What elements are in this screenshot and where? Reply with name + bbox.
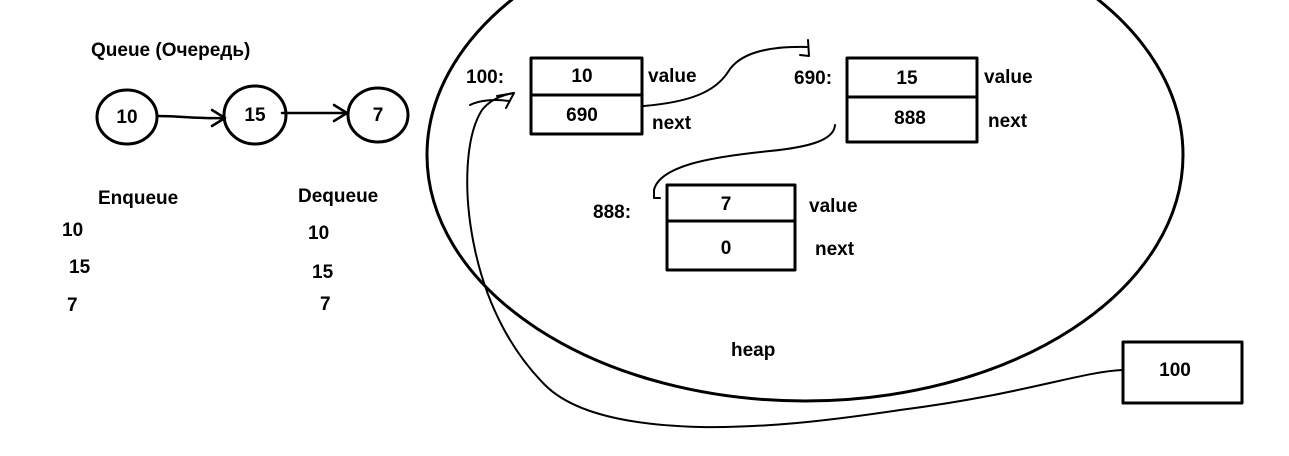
queue-node-1: 10 xyxy=(95,88,159,146)
queue-node-3-label: 7 xyxy=(373,105,384,126)
heap-block-690-value-label: value xyxy=(984,67,1033,88)
queue-node-2-label: 15 xyxy=(244,105,266,126)
enqueue-item-1: 10 xyxy=(62,220,83,241)
queue-arrow-1-2 xyxy=(155,108,227,128)
heap-block-100-value-label: value xyxy=(648,66,697,87)
queue-arrow-2-3 xyxy=(280,103,349,123)
heap-block-100-address: 100: xyxy=(466,67,504,88)
enqueue-item-2: 15 xyxy=(69,257,91,278)
heap-block-888-address: 888: xyxy=(593,202,631,223)
queue-title: Queue (Очередь) xyxy=(91,40,250,61)
pointer-arrow-888 xyxy=(653,124,836,199)
heap-block-100-next: 690 xyxy=(566,105,598,126)
heap-block-690-next: 888 xyxy=(894,108,926,129)
heap-block-100-next-label: next xyxy=(652,113,692,134)
dequeue-item-3: 7 xyxy=(320,294,331,315)
head-pointer-arrow xyxy=(466,92,1123,429)
pointer-arrow-690 xyxy=(643,39,810,107)
heap-block-690-next-label: next xyxy=(988,111,1028,132)
queue-node-2: 15 xyxy=(222,84,288,146)
enqueue-item-3: 7 xyxy=(67,295,78,316)
queue-node-1-label: 10 xyxy=(116,107,137,128)
head-pointer-value: 100 xyxy=(1159,360,1191,381)
heap-block-690-address: 690: xyxy=(794,68,832,89)
dequeue-item-1: 10 xyxy=(308,223,329,244)
queue-node-3: 7 xyxy=(346,86,410,144)
heap-block-100-value: 10 xyxy=(571,66,592,87)
heap-block-888-next: 0 xyxy=(721,238,732,259)
dequeue-header: Dequeue xyxy=(298,186,378,207)
heap-block-100: 100: 10 690 value next xyxy=(466,56,697,136)
heap-label: heap xyxy=(731,340,775,361)
heap-region xyxy=(425,0,1185,403)
heap-block-888-next-label: next xyxy=(815,239,855,260)
heap-block-690: 690: 15 888 value next xyxy=(794,56,1033,144)
heap-block-690-value: 15 xyxy=(896,68,918,89)
enqueue-header: Enqueue xyxy=(98,188,178,209)
heap-block-888: 888: 7 0 value next xyxy=(593,183,858,272)
head-pointer-box: 100 xyxy=(1121,340,1244,405)
heap-block-888-value: 7 xyxy=(721,194,732,215)
heap-block-888-value-label: value xyxy=(809,196,858,217)
dequeue-item-2: 15 xyxy=(312,262,334,283)
